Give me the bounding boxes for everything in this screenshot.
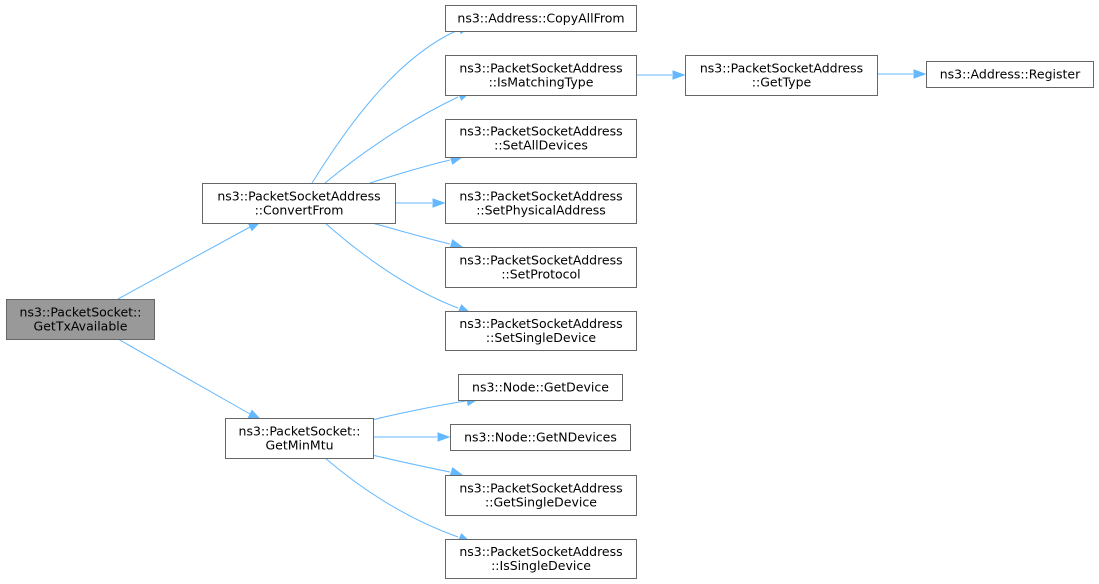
node-box xyxy=(202,183,396,224)
node-get-n-devices[interactable]: ns3::Node::GetNDevices xyxy=(450,424,631,451)
node-box xyxy=(225,418,374,459)
node-label-line: ::SetProtocol xyxy=(501,267,580,282)
node-is-matching-type[interactable]: ns3::PacketSocketAddress::IsMatchingType xyxy=(445,55,637,96)
edge-arrowhead xyxy=(437,432,451,442)
edge-is_matching_type-to-get_type xyxy=(636,70,686,80)
edge-get_min_mtu-to-get_single_device xyxy=(371,454,464,477)
edges-layer xyxy=(117,25,927,543)
node-label-line: ns3::PacketSocketAddress xyxy=(459,253,622,268)
node-get-type[interactable]: ns3::PacketSocketAddress::GetType xyxy=(685,55,878,96)
edge-line xyxy=(371,454,451,473)
edge-convert_from-to-set_protocol xyxy=(371,222,464,249)
node-box xyxy=(445,119,637,158)
edge-arrowhead xyxy=(672,70,686,80)
edge-get_type-to-register xyxy=(877,69,927,79)
node-box xyxy=(458,374,623,401)
edge-convert_from-to-set_all_devices xyxy=(369,155,464,184)
edge-line xyxy=(311,29,459,184)
node-is-single-device[interactable]: ns3::PacketSocketAddress::IsSingleDevice xyxy=(445,539,637,579)
node-label-line: ::GetType xyxy=(752,75,812,90)
node-box xyxy=(445,475,637,516)
node-box xyxy=(6,299,155,340)
node-box xyxy=(445,55,637,96)
node-label-line: GetTxAvailable xyxy=(34,319,128,334)
edge-root-to-convert_from xyxy=(117,221,262,300)
node-label-line: ::SetPhysicalAddress xyxy=(476,203,606,218)
edge-arrowhead xyxy=(449,239,464,249)
node-box xyxy=(445,183,637,224)
nodes-layer: ns3::PacketSocket::GetTxAvailablens3::Pa… xyxy=(6,5,1094,579)
node-label-line: ns3::Node::GetDevice xyxy=(472,380,609,395)
edge-line xyxy=(371,400,467,421)
node-get-single-device[interactable]: ns3::PacketSocketAddress::GetSingleDevic… xyxy=(445,475,637,516)
node-box xyxy=(445,5,637,32)
node-label-line: ns3::PacketSocket:: xyxy=(20,305,142,320)
node-box xyxy=(926,61,1094,88)
edge-line xyxy=(324,96,459,184)
node-register[interactable]: ns3::Address::Register xyxy=(926,61,1094,88)
node-label-line: ::IsMatchingType xyxy=(489,75,594,90)
edge-line xyxy=(371,222,451,245)
node-set-protocol[interactable]: ns3::PacketSocketAddress::SetProtocol xyxy=(445,247,637,288)
edge-convert_from-to-set_physical_address xyxy=(395,198,446,208)
node-label-line: ns3::PacketSocketAddress xyxy=(459,481,622,496)
node-copy-all-from[interactable]: ns3::Address::CopyAllFrom xyxy=(445,5,637,32)
node-box xyxy=(445,539,637,579)
node-label-line: ns3::PacketSocketAddress xyxy=(459,189,622,204)
node-get-device[interactable]: ns3::Node::GetDevice xyxy=(458,374,623,401)
edge-line xyxy=(117,226,251,300)
node-label-line: ns3::Node::GetNDevices xyxy=(464,430,617,445)
node-label-line: ns3::PacketSocketAddress xyxy=(217,189,380,204)
edge-arrowhead xyxy=(449,467,464,477)
node-label-line: ns3::PacketSocketAddress xyxy=(459,544,622,559)
edge-get_min_mtu-to-get_n_devices xyxy=(373,432,451,442)
node-convert-from[interactable]: ns3::PacketSocketAddress::ConvertFrom xyxy=(202,183,396,224)
node-set-physical-address[interactable]: ns3::PacketSocketAddress::SetPhysicalAdd… xyxy=(445,183,637,224)
node-label-line: ns3::PacketSocket:: xyxy=(239,424,361,439)
node-label-line: ns3::PacketSocketAddress xyxy=(700,61,863,76)
node-get-min-mtu[interactable]: ns3::PacketSocket::GetMinMtu xyxy=(225,418,374,459)
node-label-line: ::IsSingleDevice xyxy=(491,558,591,573)
node-set-all-devices[interactable]: ns3::PacketSocketAddress::SetAllDevices xyxy=(445,119,637,158)
node-root[interactable]: ns3::PacketSocket::GetTxAvailable xyxy=(6,299,155,340)
node-label-line: ns3::Address::CopyAllFrom xyxy=(457,11,624,26)
node-box xyxy=(685,55,878,96)
edge-line xyxy=(117,338,251,415)
edge-arrowhead xyxy=(913,69,927,79)
edge-root-to-get_min_mtu xyxy=(117,338,262,420)
node-set-single-device[interactable]: ns3::PacketSocketAddress::SetSingleDevic… xyxy=(445,311,637,351)
node-label-line: ns3::PacketSocketAddress xyxy=(459,316,622,331)
edge-convert_from-to-copy_all_from xyxy=(311,25,472,184)
node-label-line: ::SetAllDevices xyxy=(494,138,588,153)
edge-arrowhead xyxy=(432,198,446,208)
node-label-line: GetMinMtu xyxy=(265,438,333,453)
edge-line xyxy=(324,222,459,309)
edge-arrowhead xyxy=(247,409,262,420)
node-label-line: ::ConvertFrom xyxy=(255,203,344,218)
node-label-line: ::SetSingleDevice xyxy=(486,330,596,345)
edge-line xyxy=(369,159,451,184)
node-box xyxy=(450,424,631,451)
node-label-line: ns3::PacketSocketAddress xyxy=(459,124,622,139)
node-box xyxy=(445,247,637,288)
edge-line xyxy=(324,457,459,538)
node-box xyxy=(445,311,637,351)
node-label-line: ns3::Address::Register xyxy=(940,67,1081,82)
node-label-line: ns3::PacketSocketAddress xyxy=(459,61,622,76)
node-label-line: ::GetSingleDevice xyxy=(485,495,597,510)
